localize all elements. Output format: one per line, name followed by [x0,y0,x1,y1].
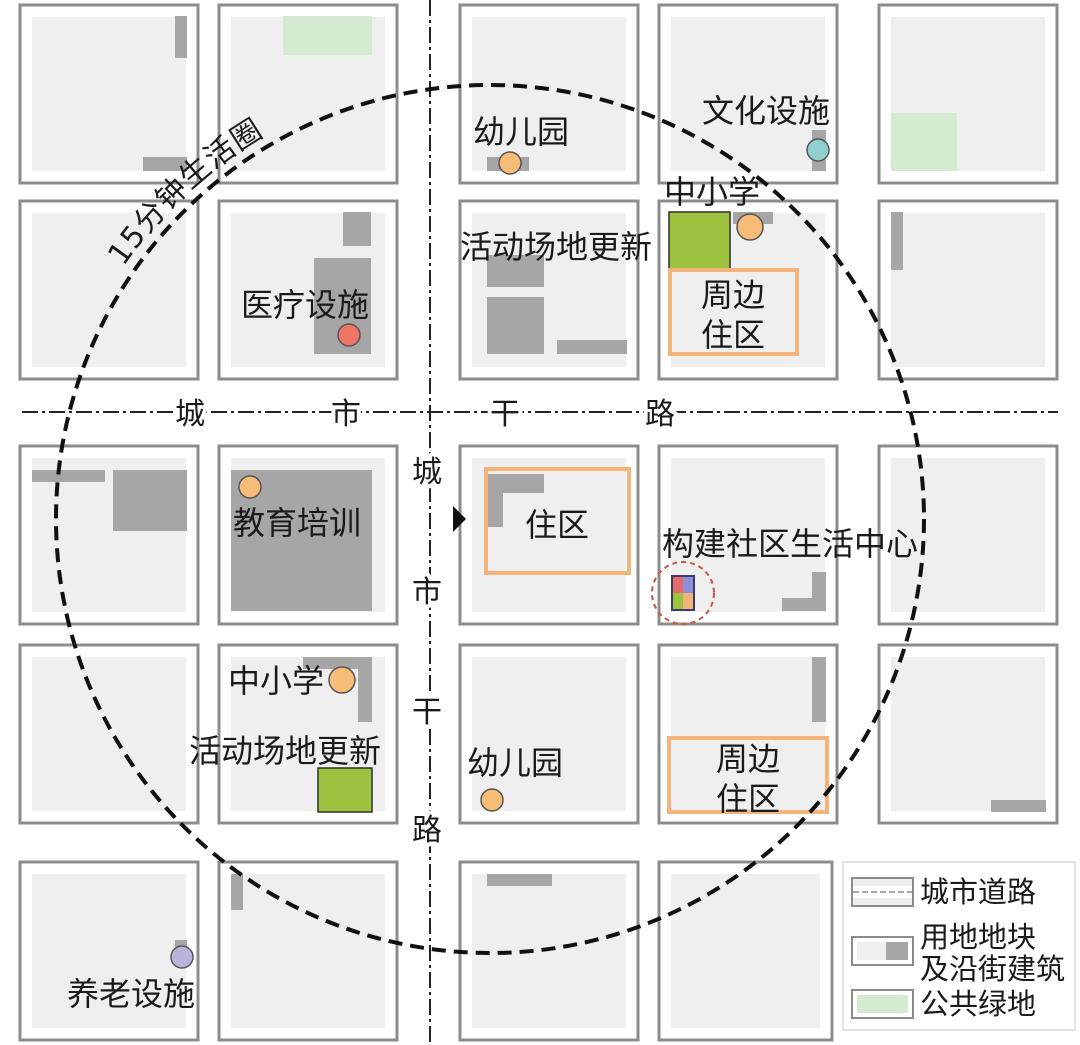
residential-south-label-line2: 住区 [716,780,780,818]
education-training-label: 教育培训 [233,504,361,542]
kindergarten-south-label: 幼儿园 [467,744,563,782]
land-block [458,3,640,185]
legend-green-icon [851,989,914,1019]
legend-road-label: 城市道路 [920,875,1036,909]
building [487,874,552,886]
land-block [18,643,200,825]
legend-green-label: 公共绿地 [920,987,1036,1021]
residential-north-label-line2: 住区 [701,316,765,354]
legend-road-icon [851,877,914,907]
land-block [217,860,399,1042]
building [812,572,826,611]
medical-facility-label: 医疗设施 [241,286,369,324]
residential-north-label-line1: 周边 [701,276,765,314]
community-center-ring [651,561,715,625]
school-south-label: 中小学 [228,662,324,700]
building [175,16,187,58]
road-label: 城 [175,397,205,432]
legend-plot-icon [851,936,914,966]
building [487,474,503,527]
kindergarten-north-label: 幼儿园 [473,113,569,151]
building [303,657,372,669]
land-block [657,643,839,825]
legend: 城市道路 用地地块 及沿街建筑 公共绿地 [842,861,1076,1031]
activity-space-south [317,767,373,813]
land-block [458,860,640,1042]
building [991,800,1046,812]
activity-renewal-south-label: 活动场地更新 [189,732,381,770]
school-north-marker [736,213,764,241]
kindergarten-north-marker [498,151,522,175]
school-north-label: 中小学 [664,173,760,211]
building [487,255,544,287]
activity-renewal-north-label: 活动场地更新 [460,228,652,266]
road-label: 城 [412,455,442,490]
road-label: 路 [645,397,675,432]
building [812,657,826,722]
residential-core-label: 住区 [525,506,589,544]
road-label: 市 [412,575,442,610]
road-label: 干 [490,397,520,432]
activity-space-north [668,211,731,271]
building [343,212,371,246]
building [113,470,187,531]
building [487,297,544,354]
land-block [657,860,834,1042]
residential-surrounding-north [668,268,799,356]
legend-plot-label-line1: 用地地块 [920,920,1036,954]
medical-facility-marker [337,323,361,347]
road-label: 市 [331,397,361,432]
residential-surrounding-south [667,736,829,814]
culture-facility-label: 文化设施 [702,92,830,130]
community-center-icon [651,561,715,625]
entrance-arrow-icon [453,506,466,532]
road-label: 干 [412,695,442,730]
land-block [18,199,200,381]
vertical-road-labels: 城 市 干 路 [408,451,446,852]
education-training-marker [238,475,262,499]
building [891,212,903,270]
road-label: 路 [412,813,442,848]
land-block [877,643,1059,825]
public-green [891,113,957,171]
land-block [877,444,1059,626]
life-circle-boundary [54,83,926,955]
land-block [18,860,200,1042]
residential-south-label-line1: 周边 [716,740,780,778]
building [231,874,243,910]
horizontal-road-labels: 城 市 干 路 [171,393,679,436]
school-south-marker [328,666,356,694]
building [143,157,187,171]
residential-core [484,467,631,575]
community-center-label: 构建社区生活中心 [662,525,918,563]
land-block [18,3,200,185]
building [32,470,105,482]
public-green-spaces [283,16,957,171]
elderly-facility-label: 养老设施 [67,975,195,1013]
land-block [877,199,1059,381]
land-block [458,643,640,825]
building [557,340,627,354]
building [358,657,372,722]
kindergarten-south-marker [480,788,504,812]
legend-plot-label-line2: 及沿街建筑 [920,952,1065,986]
culture-facility-marker [806,138,830,162]
public-green [283,16,372,55]
elderly-facility-marker [170,945,194,969]
